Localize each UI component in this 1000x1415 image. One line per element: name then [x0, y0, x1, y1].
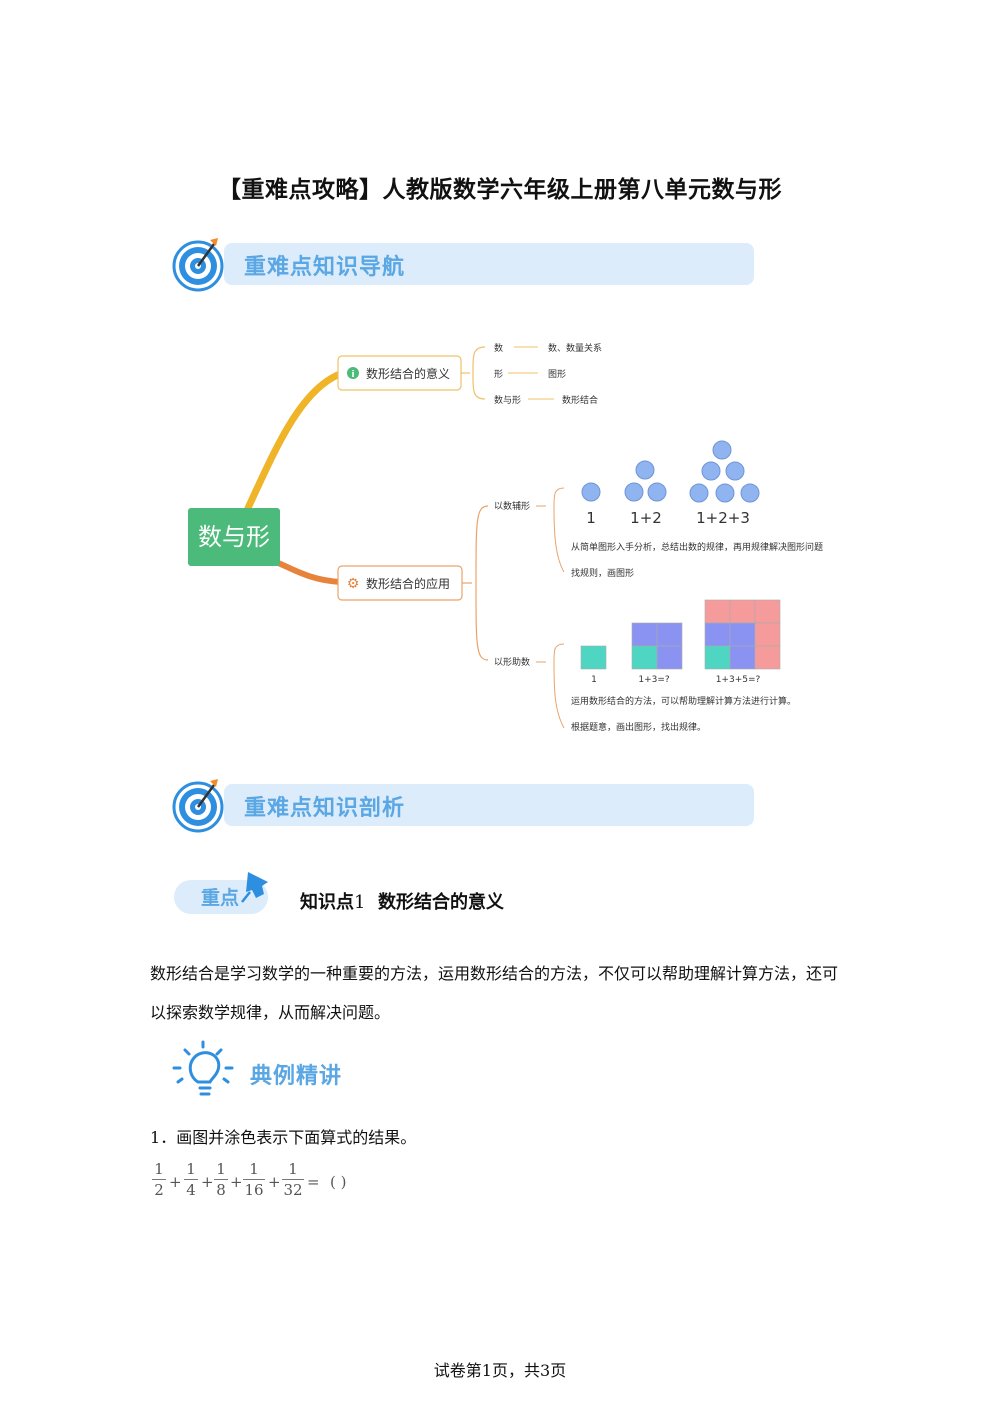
plus-sign: + [201, 1173, 214, 1191]
b1-item-right: 数形结合 [562, 394, 598, 406]
svg-text:i: i [351, 370, 354, 380]
dot [712, 440, 732, 460]
sub2-caption: 1+3=? [638, 675, 670, 685]
grid-cell [580, 645, 607, 670]
question-text: 画图并涂色表示下面算式的结果。 [176, 1128, 417, 1147]
banner-bar [224, 243, 754, 285]
banner-bar [224, 784, 754, 826]
sub2-label: 以形助数 [494, 656, 530, 668]
sub2-caption: 1+3+5=? [716, 675, 761, 685]
page-number: 1 [481, 1361, 492, 1380]
plus-sign: + [169, 1173, 182, 1191]
sub2-note: 根据题意，画出图形，找出规律。 [571, 721, 706, 733]
connector-branch2 [273, 559, 343, 585]
gear-icon: ⚙ [347, 576, 360, 592]
answer-blank: ( ) [330, 1173, 347, 1191]
kp-label: 知识点 [300, 892, 354, 913]
document-title: 【重难点攻略】人教版数学六年级上册第八单元数与形 [218, 177, 782, 203]
banner-title: 重难点知识剖析 [244, 795, 406, 821]
target-icon [172, 238, 224, 292]
mind-map: 数与形 i 数形结合的意义 数 数、数量关系 形 图形 数与形 数形结合 ⚙ 数… [188, 342, 823, 733]
section-banner-analysis: 重难点知识剖析 [172, 779, 754, 833]
dot [647, 482, 667, 502]
grid-2x2 [631, 622, 683, 670]
root-node [188, 508, 280, 566]
knowledge-point-title: 知识点1 数形结合的意义 [300, 888, 504, 914]
sub1-label: 以数辅形 [494, 500, 530, 512]
banner-title: 重难点知识导航 [244, 254, 406, 280]
example-label: 典例精讲 [250, 1063, 343, 1089]
plus-sign: + [268, 1173, 281, 1191]
lightbulb-icon [172, 1040, 234, 1096]
b1-item-left: 形 [494, 368, 503, 380]
dot [689, 483, 709, 503]
dot [701, 461, 721, 481]
dot [740, 483, 760, 503]
target-icon [172, 779, 224, 833]
b1-item-left: 数 [494, 342, 503, 354]
sub1-note: 找规则，画图形 [571, 567, 634, 579]
dot [624, 482, 644, 502]
grid-3x3 [704, 599, 781, 670]
question-number: 1 [150, 1128, 161, 1147]
b1-item-left: 数与形 [494, 394, 521, 406]
sub2-caption: 1 [591, 675, 597, 685]
sub1-caption: 1 [586, 509, 596, 527]
branch2-bracket [475, 505, 489, 661]
branch1-label: 数形结合的意义 [366, 366, 450, 381]
sub1-caption: 1+2+3 [696, 509, 750, 527]
connector-branch1 [244, 370, 344, 512]
equals-sign: = [307, 1173, 320, 1191]
dot [715, 483, 735, 503]
branch1-bracket [472, 346, 486, 400]
dot [725, 461, 745, 481]
intro-paragraph: 数形结合是学习数学的一种重要的方法，运用数形结合的方法，不仅可以帮助理解计算方法… [150, 964, 839, 1022]
dot [581, 482, 601, 502]
key-point-badge: 重点 [174, 872, 268, 914]
pushpin-icon [241, 872, 268, 903]
info-icon [347, 367, 359, 379]
section-banner-nav: 重难点知识导航 [172, 238, 754, 292]
page-total: 3 [540, 1361, 551, 1380]
plus-sign: + [230, 1173, 243, 1191]
root-label: 数与形 [198, 523, 270, 551]
question-1: 1．画图并涂色表示下面算式的结果。 [150, 1128, 417, 1147]
sub2-note: 运用数形结合的方法，可以帮助理解计算方法进行计算。 [571, 695, 796, 707]
b1-item-right: 数、数量关系 [548, 342, 602, 354]
badge-text: 重点 [201, 887, 239, 909]
branch2-label: 数形结合的应用 [366, 576, 450, 591]
b1-item-right: 图形 [548, 368, 566, 380]
kp-number: 1 [354, 892, 366, 913]
kp-topic: 数形结合的意义 [378, 892, 504, 913]
dot [635, 460, 655, 480]
sub1-note: 从简单图形入手分析，总结出数的规律，再用规律解决图形问题 [571, 541, 823, 553]
page-footer: 试卷第1页，共3页 [433, 1361, 567, 1380]
sub1-caption: 1+2 [630, 509, 662, 527]
example-header: 典例精讲 [172, 1040, 372, 1100]
